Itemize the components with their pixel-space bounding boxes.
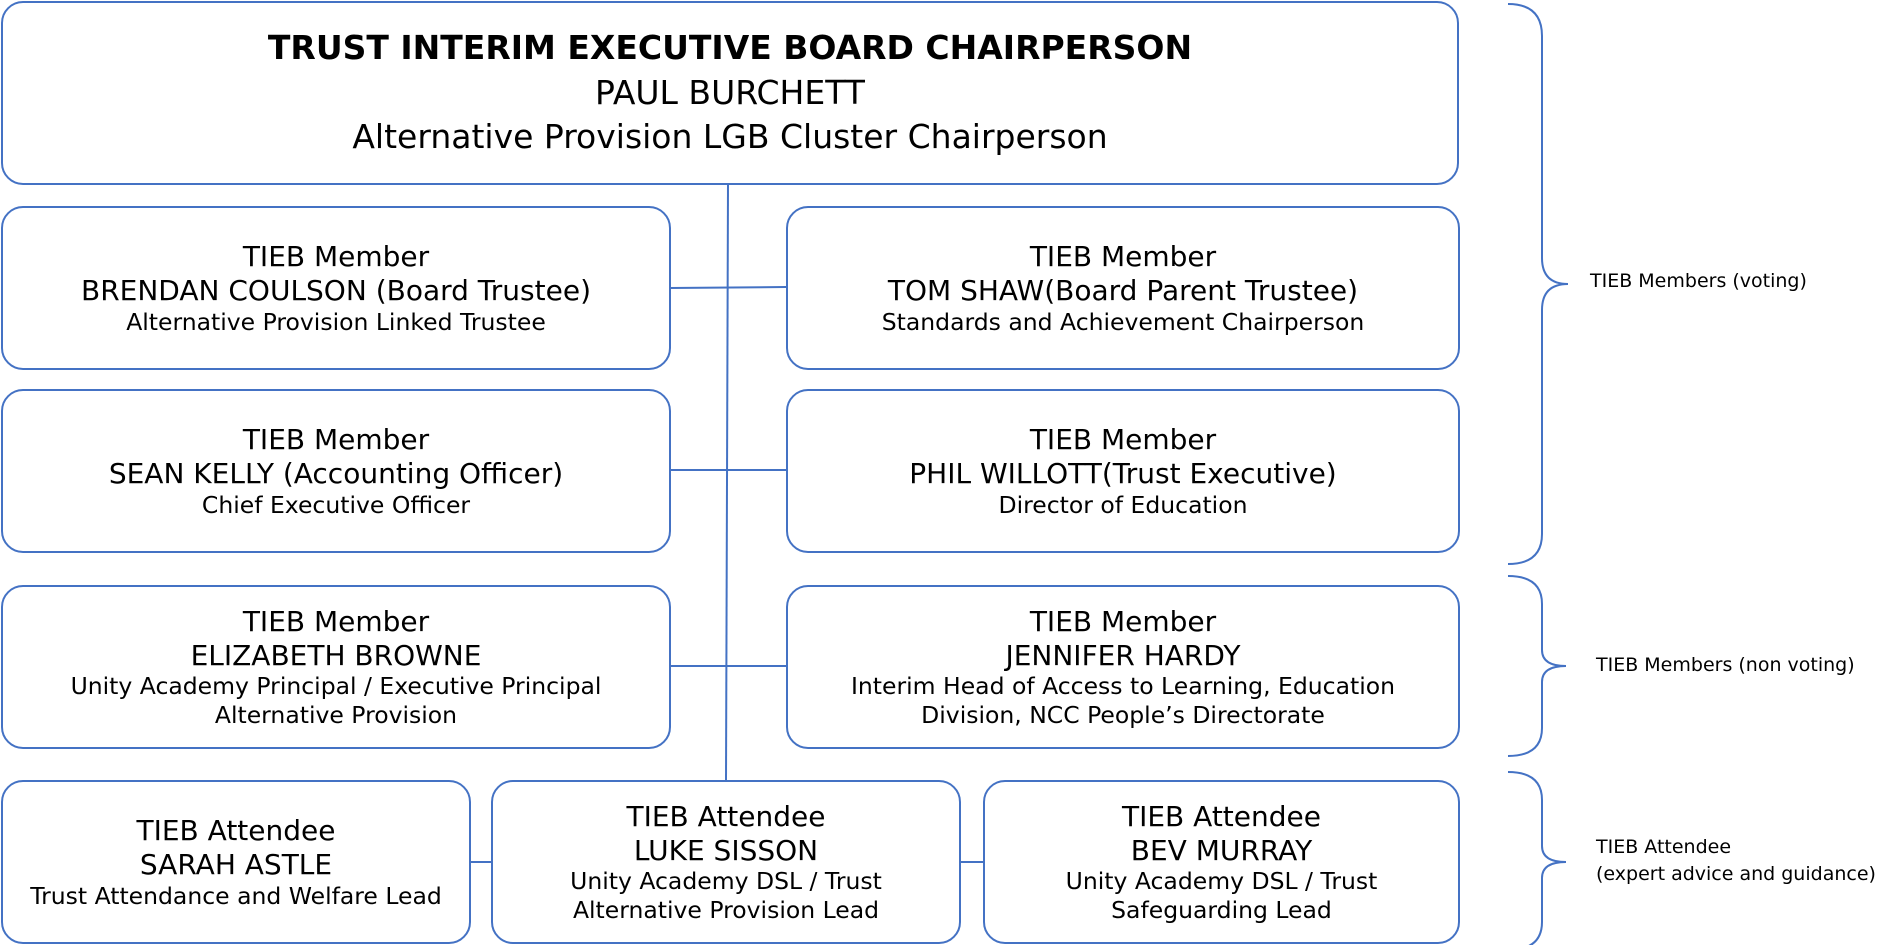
attendee-role: TIEB Attendee	[626, 800, 826, 834]
member-role: TIEB Member	[1029, 423, 1217, 457]
member-role: TIEB Member	[242, 240, 430, 274]
member-name: JENNIFER HARDY	[1005, 638, 1241, 672]
attendee-role: TIEB Attendee	[1122, 800, 1321, 834]
trunk-line	[725, 182, 729, 781]
group-label-non-voting: TIEB Members (non voting)	[1596, 654, 1855, 676]
attendee-name: BEV MURRAY	[1130, 833, 1313, 867]
member-box-jennifer-hardy: TIEB Member JENNIFER HARDY Interim Head …	[786, 585, 1460, 749]
attendee-description: Unity Academy DSL / Trust Alternative Pr…	[570, 867, 882, 924]
chairperson-box: TRUST INTERIM EXECUTIVE BOARD CHAIRPERSO…	[1, 1, 1459, 185]
attendee-description: Trust Attendance and Welfare Lead	[30, 881, 442, 910]
member-description: Interim Head of Access to Learning, Educ…	[850, 672, 1396, 729]
attendee-name: LUKE SISSON	[633, 833, 819, 867]
attendee-brace	[1507, 771, 1567, 945]
member-role: TIEB Member	[242, 423, 430, 457]
member-name: SEAN KELLY (Accounting Officer)	[108, 456, 564, 490]
row1-connector	[669, 286, 787, 289]
attendee-label-title: TIEB Attendee	[1596, 836, 1732, 858]
member-box-brendan-coulson: TIEB Member BRENDAN COULSON (Board Trust…	[1, 206, 671, 370]
member-name: TOM SHAW(Board Parent Trustee)	[887, 273, 1359, 307]
member-name: BRENDAN COULSON (Board Trustee)	[80, 273, 591, 307]
attendee-label-note: (expert advice and guidance)	[1596, 862, 1876, 885]
attendee-box-luke-sisson: TIEB Attendee LUKE SISSON Unity Academy …	[491, 780, 961, 944]
attendee-role: TIEB Attendee	[136, 814, 336, 848]
attendee-box-sarah-astle: TIEB Attendee SARAH ASTLE Trust Attendan…	[1, 780, 471, 944]
chair-role: TRUST INTERIM EXECUTIVE BOARD CHAIRPERSO…	[267, 28, 1193, 68]
non-voting-brace	[1507, 575, 1567, 757]
member-role: TIEB Member	[1029, 605, 1217, 639]
member-name: ELIZABETH BROWNE	[190, 638, 482, 672]
attendee-name: SARAH ASTLE	[139, 847, 333, 881]
attendee-box-bev-murray: TIEB Attendee BEV MURRAY Unity Academy D…	[983, 780, 1460, 944]
member-role: TIEB Member	[1029, 240, 1217, 274]
member-role: TIEB Member	[242, 605, 430, 639]
voting-brace	[1507, 3, 1569, 565]
group-label-voting: TIEB Members (voting)	[1590, 270, 1807, 292]
member-description: Alternative Provision Linked Trustee	[126, 307, 546, 336]
member-description: Chief Executive Officer	[201, 490, 471, 519]
member-box-tom-shaw: TIEB Member TOM SHAW(Board Parent Truste…	[786, 206, 1460, 370]
member-box-phil-willott: TIEB Member PHIL WILLOTT(Trust Executive…	[786, 389, 1460, 553]
member-description: Unity Academy Principal / Executive Prin…	[70, 672, 602, 729]
member-description: Standards and Achievement Chairperson	[881, 307, 1365, 336]
group-label-attendee: TIEB Attendee (expert advice and guidanc…	[1596, 834, 1876, 887]
chair-description: Alternative Provision LGB Cluster Chairp…	[352, 117, 1108, 157]
attendee-description: Unity Academy DSL / Trust Safeguarding L…	[1065, 867, 1378, 924]
member-description: Director of Education	[998, 490, 1248, 519]
member-box-elizabeth-browne: TIEB Member ELIZABETH BROWNE Unity Acade…	[1, 585, 671, 749]
chair-name: PAUL BURCHETT	[595, 72, 865, 112]
member-name: PHIL WILLOTT(Trust Executive)	[909, 456, 1337, 490]
member-box-sean-kelly: TIEB Member SEAN KELLY (Accounting Offic…	[1, 389, 671, 553]
